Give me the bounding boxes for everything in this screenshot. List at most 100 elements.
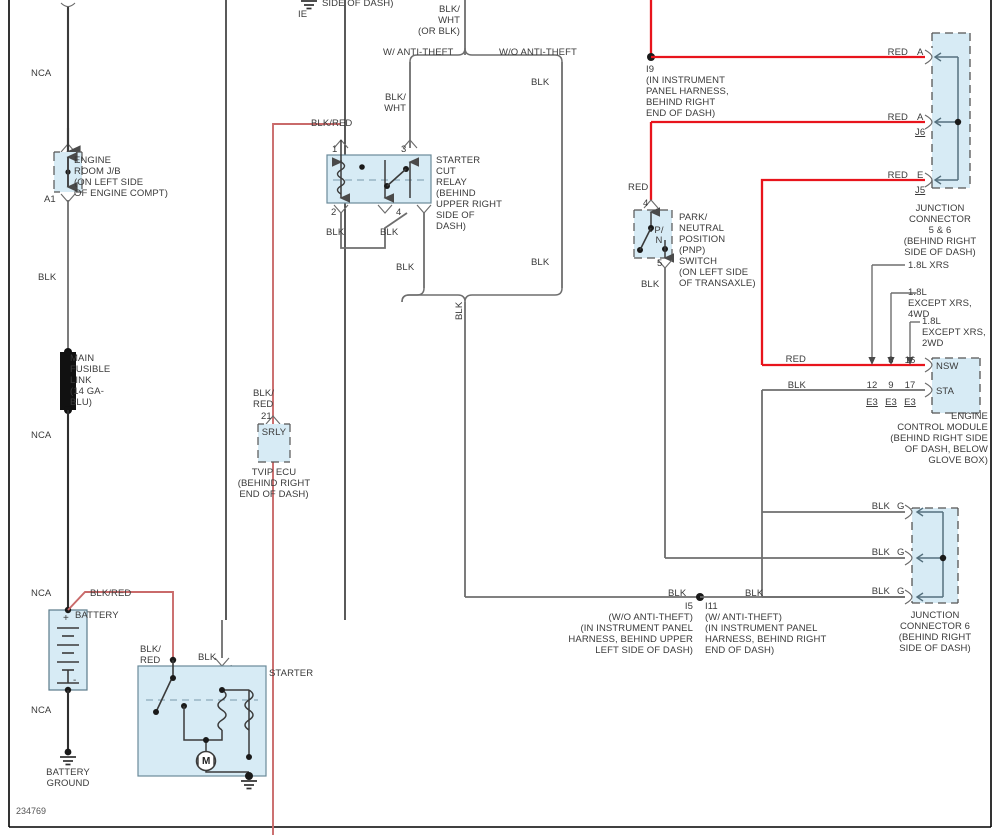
wire-label-blk-jc6-1: BLK (871, 501, 890, 512)
pin-21: 21 (261, 411, 272, 422)
ecm-nsw-pin-3: 16 (904, 355, 916, 366)
pnp-pin-4: 4 (643, 198, 649, 209)
wire-label-blk-jc6-2: BLK (871, 547, 890, 558)
starter-cut-relay-box (326, 140, 432, 204)
wire-label-blk-wht: BLK/WHT (384, 92, 406, 114)
wire-blk-red-tvip (272, 123, 341, 835)
connector-arc-top (60, 2, 76, 8)
wire-label-blk-trunk-vertical: BLK (454, 301, 465, 320)
branch-merge-anti-theft (401, 287, 563, 303)
starter-label: STARTER (269, 668, 314, 679)
wire-label-red-pnp: RED (628, 182, 649, 193)
page-borders (8, 0, 992, 828)
wire-label-nca-2: NCA (31, 430, 52, 441)
jc56-pin-a1: A (917, 47, 924, 58)
wire-label-blk-branch-right2: BLK (531, 257, 550, 268)
terminal-srly: SRLY (261, 427, 287, 438)
wire-label-blk-red-battery: BLK/RED (90, 588, 132, 599)
pin-a1: A1 (44, 194, 56, 205)
pnp-pin-5: 5 (657, 258, 663, 269)
ecm-sta-pin-3: 17 (904, 380, 916, 391)
wire-label-blk-red-tvip: BLK/RED (253, 388, 274, 410)
jc6-pin-2: G (897, 547, 905, 558)
ecm-sta-connector-2: E3 (885, 397, 897, 408)
wire-label-blk-jc6-3: BLK (871, 586, 890, 597)
battery-label: BATTERY (75, 610, 119, 621)
column-dividers (225, 0, 346, 620)
splice-i9-code: I9 (646, 64, 655, 75)
wire-label-blk-pnp-out: BLK (641, 279, 660, 290)
wire-label-nca-1: NCA (31, 68, 52, 79)
engine-control-module-box (924, 357, 981, 414)
wire-label-blk-red-relay: BLK/RED (311, 118, 353, 129)
wire-label-blk-relay-2: BLK (326, 227, 345, 238)
junction-connector-56-box (924, 32, 971, 189)
ecm-sta-connector-3: E3 (904, 397, 916, 408)
pnp-switch-box (633, 207, 674, 263)
jc56-pin-e: E (917, 170, 924, 181)
wire-label-blk-branch-right: BLK (531, 77, 550, 88)
ie-ground-symbol (301, 0, 317, 10)
wire-red-jc-e (760, 178, 925, 365)
ecm-terminal-sta: STA (936, 386, 955, 397)
battery-plus: + (63, 613, 69, 624)
wire-label-blk-i5: BLK (668, 588, 687, 599)
wire-blk-red-battery-starter (67, 591, 174, 660)
relay-pin-3: 3 (401, 144, 407, 155)
branch-label-with-anti-theft: W/ ANTI-THEFT (383, 47, 454, 58)
wire-label-nca-4: NCA (31, 705, 52, 716)
main-fusible-link (60, 348, 76, 414)
relay-pin-4: 4 (396, 207, 402, 218)
wire-label-blk-ecm: BLK (787, 380, 806, 391)
wire-label-red-jc-a1: RED (887, 47, 908, 58)
wire-label-red-ecm: RED (785, 354, 806, 365)
battery-minus: - (73, 675, 77, 686)
wire-label-blk-starter: BLK (198, 652, 217, 663)
ie-ground-code: IE (298, 9, 308, 20)
diagram-id: 234769 (16, 806, 47, 816)
ecm-sta-pin-1: 12 (866, 380, 878, 391)
relay-pin-1: 1 (332, 144, 338, 155)
wire-label-blk-relay-out: BLK (396, 262, 415, 273)
branch-label-without-anti-theft: W/O ANTI-THEFT (499, 47, 577, 58)
ie-ground-partial-text: SIDE OF DASH) (322, 0, 394, 9)
wire-label-red-jc-a2: RED (887, 112, 908, 123)
ecm-terminal-nsw: NSW (936, 361, 959, 372)
wire-label-blk-wht-or-blk: BLK/WHT(OR BLK) (418, 4, 460, 37)
branch-split-anti-theft (409, 47, 563, 63)
starter-box (137, 660, 267, 790)
jc6-pin-1: G (897, 501, 905, 512)
ecm-nsw-pin-2: 8 (888, 355, 894, 366)
ecm-sta-pin-2: 9 (888, 380, 894, 391)
ecm-variant-note-1: 1.8L XRS (908, 260, 950, 271)
wire-label-blk-relay-4: BLK (380, 227, 399, 238)
battery-ground-symbol (60, 748, 76, 766)
ecm-variant-arrows (871, 264, 920, 357)
starter-motor-label: M (202, 756, 211, 767)
jc56-code-j5: J5 (915, 185, 926, 196)
jc56-code-j6: J6 (915, 127, 926, 138)
wire-label-blk-red-starter: BLK/RED (140, 644, 161, 666)
engine-room-jb-box (53, 151, 83, 193)
jc6-pin-3: G (897, 586, 905, 597)
relay-output-wires (340, 212, 425, 288)
ecm-sta-connector-1: E3 (866, 397, 878, 408)
wire-label-red-jc-e: RED (887, 170, 908, 181)
relay-pin-2: 2 (331, 207, 337, 218)
wire-label-blk-i11: BLK (745, 588, 764, 599)
wire-label-nca-3: NCA (31, 588, 52, 599)
